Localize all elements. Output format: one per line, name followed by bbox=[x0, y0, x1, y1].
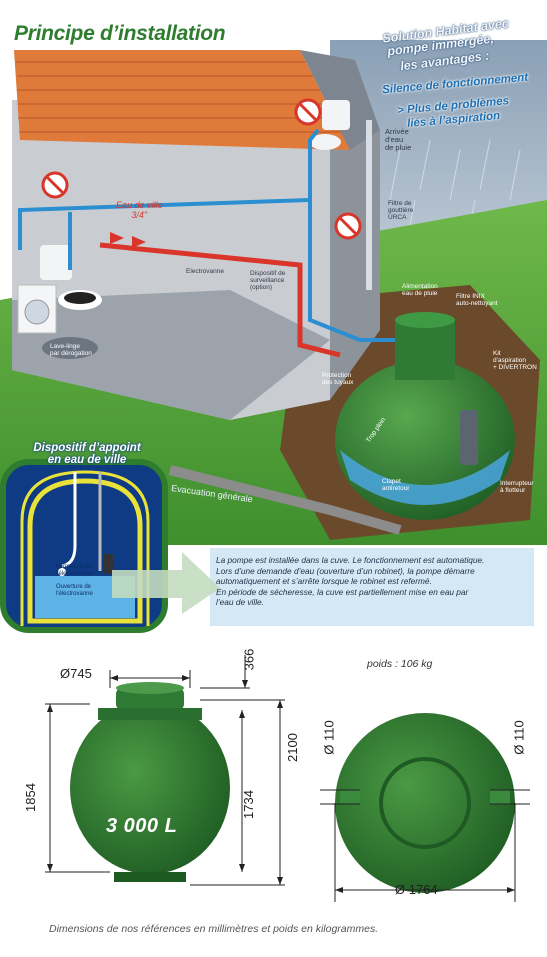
advantages-line: Silence de fonctionnement bbox=[381, 71, 529, 97]
roof bbox=[14, 50, 350, 150]
label-electrovanne: Electrovanne bbox=[186, 268, 224, 275]
advantages-banner: Solution Habitat avec pompe immergée, le… bbox=[345, 16, 547, 148]
info-text: La pompe est installée dans la cuve. Le … bbox=[216, 555, 485, 608]
city-water-pipe bbox=[99, 242, 341, 358]
dim-inner: 1734 bbox=[240, 790, 256, 819]
tank-neck bbox=[395, 320, 455, 380]
downpipe bbox=[366, 120, 372, 290]
toilet-downstairs bbox=[40, 245, 102, 310]
pump bbox=[460, 410, 478, 465]
dim-total-height: 2100 bbox=[284, 733, 300, 762]
tank-water bbox=[340, 450, 510, 505]
tank-side-view bbox=[70, 682, 230, 882]
washing-machine bbox=[17, 284, 57, 334]
dim-pipe-right: Ø 110 bbox=[511, 720, 527, 755]
no-drinking-icon bbox=[41, 171, 69, 199]
pipe-arrows bbox=[110, 232, 146, 248]
no-drinking-icon bbox=[334, 212, 362, 240]
no-drinking-icon bbox=[294, 98, 322, 126]
house-floor bbox=[12, 290, 330, 420]
arrow-icon bbox=[112, 552, 220, 614]
dimension-lines bbox=[45, 655, 530, 902]
rainwater-pipes bbox=[18, 128, 400, 342]
tank-drawings bbox=[45, 655, 530, 902]
tank-top-view bbox=[335, 713, 515, 893]
dim-neck: 366 bbox=[241, 648, 257, 671]
dim-diameter: Ø 1764 bbox=[395, 882, 438, 897]
info-box bbox=[210, 548, 534, 626]
dim-body-height: 1854 bbox=[22, 783, 38, 812]
toilet-upstairs bbox=[309, 100, 350, 150]
evacuation-pipe bbox=[168, 465, 402, 535]
page-title: Principe d’installation bbox=[14, 22, 226, 45]
dimension-arrows bbox=[47, 675, 515, 893]
tank-volume: 3 000 L bbox=[106, 815, 178, 837]
installation-illustration bbox=[0, 40, 547, 545]
dim-pipe-left: Ø 110 bbox=[321, 720, 337, 755]
caption: Dimensions de nos références en millimèt… bbox=[49, 923, 379, 935]
tank-weight: poids : 106 kg bbox=[367, 658, 433, 670]
dim-top-diameter: Ø745 bbox=[60, 666, 92, 681]
roof-tiles bbox=[16, 61, 341, 133]
